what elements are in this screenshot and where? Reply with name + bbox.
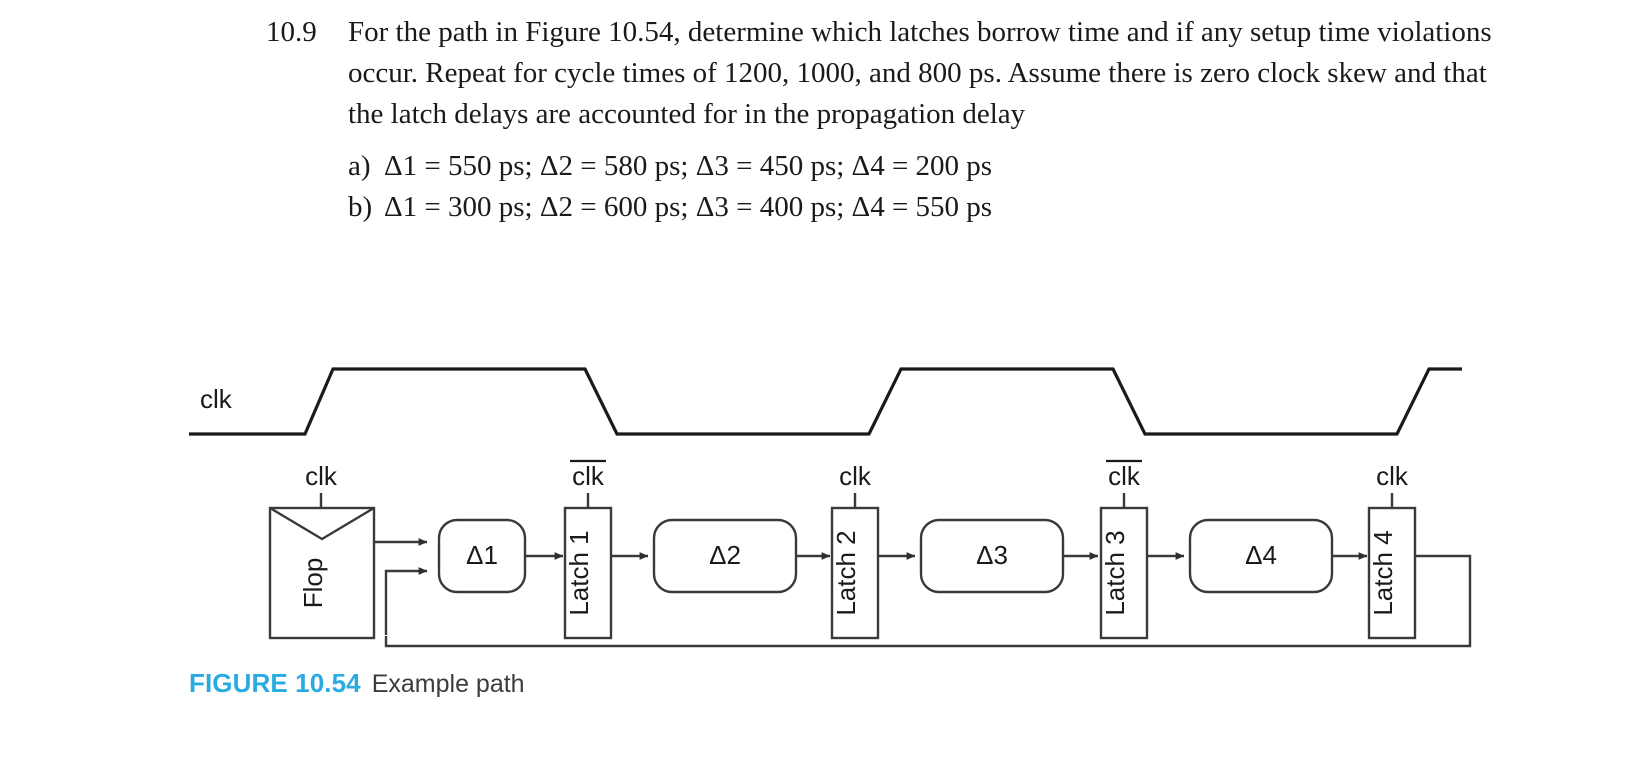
delta1-label: Δ1 bbox=[466, 540, 498, 570]
latch2-clock-label: clk bbox=[839, 461, 872, 491]
subpart-a-marker: a) bbox=[348, 150, 371, 182]
delta4-label: Δ4 bbox=[1245, 540, 1277, 570]
flop-clock-notch-icon bbox=[269, 506, 375, 541]
flop-body bbox=[268, 506, 376, 640]
figure-10-54: clk clk Flop Δ1 bbox=[0, 330, 1640, 730]
flop-clock-label: clk bbox=[305, 461, 338, 491]
latch4-clock-label: clk bbox=[1376, 461, 1409, 491]
clock-waveform-trace bbox=[189, 367, 1462, 436]
problem-body: For the path in Figure 10.54, determine … bbox=[348, 12, 1496, 228]
latch1-label: Latch 1 bbox=[564, 530, 594, 615]
latch2-body bbox=[830, 506, 880, 640]
problem-statement: 10.9 For the path in Figure 10.54, deter… bbox=[266, 12, 1496, 228]
subpart-b-marker: b) bbox=[348, 191, 373, 223]
delay-block-delta2[interactable]: Δ2 bbox=[652, 518, 798, 594]
figure-caption-label: FIGURE 10.54 bbox=[189, 668, 361, 698]
delta2-label: Δ2 bbox=[709, 540, 741, 570]
subpart-a-text: Δ1 = 550 ps; Δ2 = 580 ps; Δ3 = 450 ps; Δ… bbox=[384, 150, 993, 182]
latch-block-3[interactable]: clk Latch 3 bbox=[1099, 459, 1149, 640]
latch4-label: Latch 4 bbox=[1368, 530, 1398, 615]
figure-caption: FIGURE 10.54 Example path bbox=[189, 668, 525, 699]
clock-waveform: clk bbox=[189, 367, 1462, 436]
latch3-body bbox=[1099, 506, 1149, 640]
latch-block-1[interactable]: clk Latch 1 bbox=[563, 459, 613, 640]
latch3-label: Latch 3 bbox=[1100, 530, 1130, 615]
problem-paragraph: For the path in Figure 10.54, determine … bbox=[348, 16, 1492, 130]
latch3-clock-label: clk bbox=[1108, 461, 1141, 491]
delta3-label: Δ3 bbox=[976, 540, 1008, 570]
figure-caption-title: Example path bbox=[371, 670, 525, 698]
problem-main-row: 10.9 For the path in Figure 10.54, deter… bbox=[266, 12, 1496, 228]
latch4-body bbox=[1367, 506, 1417, 640]
latch1-clock-label: clk bbox=[572, 461, 605, 491]
latch-block-2[interactable]: clk Latch 2 bbox=[830, 461, 880, 640]
latch-block-4[interactable]: clk Latch 4 bbox=[1367, 461, 1417, 640]
delay-block-delta4[interactable]: Δ4 bbox=[1188, 518, 1334, 594]
clock-waveform-label: clk bbox=[200, 384, 233, 414]
latch2-label: Latch 2 bbox=[831, 530, 861, 615]
feedback-wire bbox=[384, 554, 1472, 648]
subpart-b-text: Δ1 = 300 ps; Δ2 = 600 ps; Δ3 = 400 ps; Δ… bbox=[384, 191, 993, 223]
wire-feedback-to-delta1 bbox=[384, 567, 428, 635]
problem-subpart-a: a) Δ1 = 550 ps; Δ2 = 580 ps; Δ3 = 450 ps… bbox=[348, 146, 1496, 187]
flop-label: Flop bbox=[298, 558, 328, 609]
problem-subparts: a) Δ1 = 550 ps; Δ2 = 580 ps; Δ3 = 450 ps… bbox=[348, 146, 1496, 228]
problem-number: 10.9 bbox=[266, 16, 317, 48]
flop-block[interactable]: clk Flop bbox=[268, 461, 376, 640]
delay-block-delta3[interactable]: Δ3 bbox=[919, 518, 1065, 594]
problem-subpart-b: b) Δ1 = 300 ps; Δ2 = 600 ps; Δ3 = 400 ps… bbox=[348, 187, 1496, 228]
delay-block-delta1[interactable]: Δ1 bbox=[437, 518, 527, 594]
latch1-body bbox=[563, 506, 613, 640]
